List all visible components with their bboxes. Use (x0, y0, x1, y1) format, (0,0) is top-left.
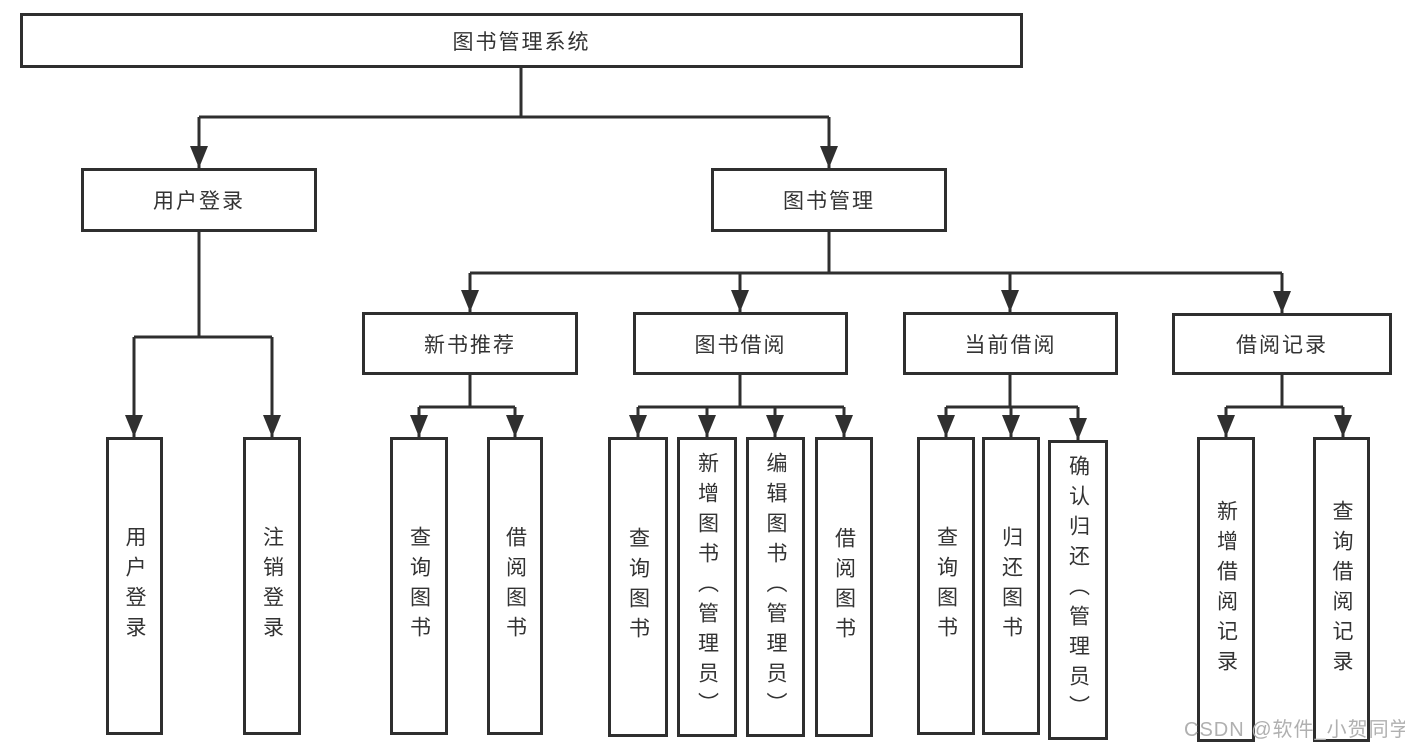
leaf-edit-book-admin-label: 编辑图书（管理员） (764, 452, 787, 722)
leaf-query-books-1-label: 查询图书 (407, 526, 431, 646)
wire-root-tee (199, 68, 829, 119)
leaf-logout-label: 注销登录 (260, 526, 284, 646)
leaf-query-books-3: 查询图书 (917, 437, 975, 735)
leaf-confirm-return-admin: 确认归还（管理员） (1048, 440, 1108, 740)
leaf-query-borrow-record-label: 查询借阅记录 (1330, 499, 1353, 680)
leaf-query-books-2-label: 查询图书 (626, 527, 650, 647)
leaf-user-login: 用户登录 (106, 437, 163, 735)
node-user-login: 用户登录 (81, 168, 317, 232)
wire-newbook-tee (419, 375, 515, 409)
node-new-book-recommend-label: 新书推荐 (424, 333, 516, 357)
leaf-add-borrow-record: 新增借阅记录 (1197, 437, 1255, 742)
leaf-confirm-return-admin-label: 确认归还（管理员） (1066, 455, 1090, 725)
leaf-edit-book-admin: 编辑图书（管理员） (746, 437, 805, 737)
leaf-return-book: 归还图书 (982, 437, 1040, 735)
leaf-query-books-3-label: 查询图书 (934, 526, 958, 646)
leaf-user-login-label: 用户登录 (123, 526, 146, 646)
wire-userlogin-tee (134, 232, 272, 339)
node-root: 图书管理系统 (20, 13, 1023, 68)
node-new-book-recommend: 新书推荐 (362, 312, 578, 375)
node-book-management-label: 图书管理 (783, 190, 875, 213)
leaf-borrow-books-1: 借阅图书 (487, 437, 543, 735)
leaf-borrow-books-1-label: 借阅图书 (503, 526, 527, 646)
leaf-add-book-admin-label: 新增图书（管理员） (695, 452, 719, 722)
node-current-borrowing: 当前借阅 (903, 312, 1118, 375)
leaf-query-borrow-record: 查询借阅记录 (1313, 437, 1370, 742)
leaf-return-book-label: 归还图书 (999, 526, 1023, 646)
leaf-add-book-admin: 新增图书（管理员） (677, 437, 737, 737)
leaf-logout: 注销登录 (243, 437, 301, 735)
node-root-label: 图书管理系统 (452, 30, 591, 54)
leaf-query-books-2: 查询图书 (608, 437, 668, 737)
node-borrow-records: 借阅记录 (1172, 313, 1392, 375)
node-borrow-records-label: 借阅记录 (1236, 334, 1328, 357)
wire-bookborrow-tee (638, 375, 844, 409)
wire-currentborrow-tee (946, 375, 1078, 409)
node-current-borrowing-label: 当前借阅 (964, 333, 1057, 357)
wire-bookmgmt-tee (470, 232, 1282, 275)
leaf-borrow-books-2: 借阅图书 (815, 437, 873, 737)
wire-records-tee (1226, 375, 1343, 409)
node-book-borrowing: 图书借阅 (633, 312, 848, 375)
leaf-borrow-books-2-label: 借阅图书 (832, 527, 856, 647)
node-book-borrowing-label: 图书借阅 (694, 333, 787, 357)
node-book-management: 图书管理 (711, 168, 947, 232)
leaf-query-books-1: 查询图书 (390, 437, 448, 735)
leaf-add-borrow-record-label: 新增借阅记录 (1214, 499, 1238, 680)
node-user-login-label: 用户登录 (153, 190, 245, 213)
csdn-watermark: CSDN @软件_小贺同学 (1184, 719, 1405, 741)
